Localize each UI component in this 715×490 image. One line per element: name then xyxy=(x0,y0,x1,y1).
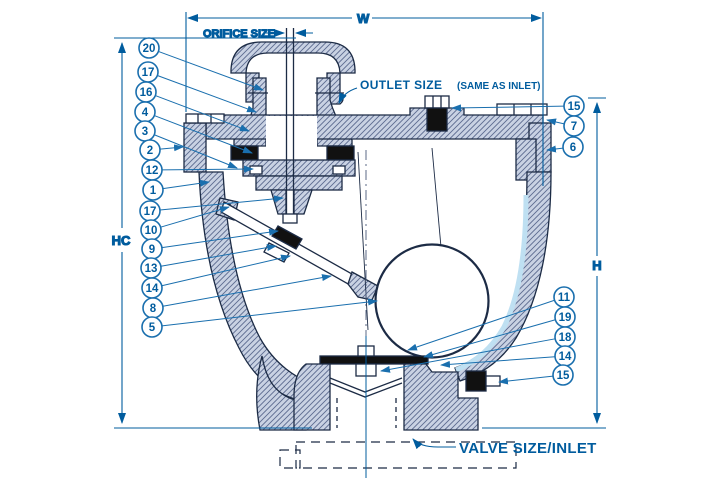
mating-pipe-dashed xyxy=(279,441,517,469)
callout-leader-19 xyxy=(423,319,556,358)
valve-size-leader xyxy=(412,438,456,450)
valve-body-drawing xyxy=(183,28,552,469)
ball-clamp xyxy=(347,271,379,301)
callout-number-4: 4 xyxy=(142,107,149,119)
outlet-passage xyxy=(266,116,317,160)
drain-plug-stub xyxy=(485,375,501,387)
orifice-size-label: ORIFICE SIZE xyxy=(203,28,275,40)
bowl-inner-shadow xyxy=(455,194,529,373)
callout-number-9: 9 xyxy=(149,244,155,256)
callout-number-13: 13 xyxy=(145,263,158,275)
callout-leader-8 xyxy=(162,274,332,307)
inlet-assembly xyxy=(293,345,501,431)
callout-balloon-20 xyxy=(138,37,160,59)
callout-number-7: 7 xyxy=(571,121,577,133)
float-ball xyxy=(374,243,490,359)
callout-leader-17 xyxy=(157,75,257,113)
dim-w-label: W xyxy=(357,11,370,26)
callout-leader-15 xyxy=(451,104,565,112)
callout-leader-2 xyxy=(159,144,184,152)
callout-number-18: 18 xyxy=(559,332,572,344)
callout-leader-3 xyxy=(154,134,238,169)
callout-number-14: 14 xyxy=(559,351,572,363)
callout-leader-16 xyxy=(155,95,250,132)
callout-leader-7 xyxy=(546,118,565,126)
callout-number-20: 20 xyxy=(143,43,156,55)
callout-number-12: 12 xyxy=(146,165,159,177)
valve-size-inlet-label: VALVE SIZE/INLET xyxy=(459,440,597,457)
callout-leader-10 xyxy=(160,206,230,228)
callout-leader-1 xyxy=(162,179,210,190)
dimension-layer: W ORIFICE SIZE HC H xyxy=(111,10,606,478)
callout-leader-12 xyxy=(161,165,254,173)
orifice-tube xyxy=(282,28,298,224)
inlet-wall-left xyxy=(293,363,331,431)
callout-number-2: 2 xyxy=(147,145,153,157)
guide-rod-1 xyxy=(357,151,369,331)
dimension-w xyxy=(185,12,544,186)
callout-leader-11 xyxy=(407,299,555,351)
lower-seat-bar xyxy=(319,355,429,365)
outlet-size-leader xyxy=(338,87,358,104)
callout-leader-9 xyxy=(161,228,279,249)
dim-hc-label: HC xyxy=(112,233,131,248)
callout-leader-14 xyxy=(440,356,556,368)
callout-number-10: 10 xyxy=(145,225,158,237)
callout-number-8: 8 xyxy=(150,303,157,315)
callout-leader-18 xyxy=(380,338,556,373)
nozzle-right xyxy=(293,189,313,215)
outlet-size-label: OUTLET SIZE xyxy=(360,78,442,92)
seat-retainer xyxy=(242,159,356,215)
vent-bolt xyxy=(424,95,450,132)
callout-number-5: 5 xyxy=(149,322,156,334)
callout-balloon-7 xyxy=(563,115,585,137)
callout-leader-14 xyxy=(161,254,291,287)
callout-leader-13 xyxy=(160,244,277,267)
seat-gasket-right xyxy=(326,145,355,161)
dimension-h xyxy=(482,97,606,429)
flange-bolts-right xyxy=(496,103,548,116)
callout-number-14: 14 xyxy=(146,283,159,295)
callout-balloon-6 xyxy=(562,136,584,158)
callout-leader-4 xyxy=(154,115,253,154)
callout-number-11: 11 xyxy=(558,292,571,304)
callout-leader-15 xyxy=(498,375,554,385)
callout-number-19: 19 xyxy=(559,312,572,324)
vent-gasket xyxy=(426,107,448,132)
callout-number-15: 15 xyxy=(557,370,570,382)
inlet-wall-right xyxy=(403,363,479,431)
seat-gasket-left xyxy=(230,145,259,161)
callout-balloons: 20 17 16 4 3 2 12 1 17 10 9 13 14 8 5 15 7 6 11 19 18 14 15 xyxy=(134,37,585,386)
callout-balloon-1 xyxy=(142,179,164,201)
callout-number-1: 1 xyxy=(150,185,157,197)
callout-leader-20 xyxy=(158,50,264,91)
callout-number-15: 15 xyxy=(568,101,581,113)
dimension-hc xyxy=(114,37,312,429)
cover-bolt-shank xyxy=(515,138,537,181)
dim-h-label: H xyxy=(592,258,601,273)
outlet-size-note-label: (SAME AS INLET) xyxy=(457,81,541,92)
callout-number-3: 3 xyxy=(142,126,148,138)
callout-leader-5 xyxy=(161,298,378,327)
callout-balloon-5 xyxy=(141,316,163,338)
callout-number-6: 6 xyxy=(570,142,576,154)
guide-rod-2 xyxy=(431,147,442,248)
flange-bolts-left xyxy=(185,113,225,124)
inlet-deflector xyxy=(329,377,403,398)
nozzle-left xyxy=(270,189,287,215)
callout-number-17: 17 xyxy=(142,67,155,79)
drain-plug-body xyxy=(465,370,487,392)
callout-leader-6 xyxy=(546,145,564,153)
callout-leader-17 xyxy=(159,195,284,211)
callout-number-16: 16 xyxy=(140,87,153,99)
callout-balloon-15 xyxy=(552,364,574,386)
callout-number-17: 17 xyxy=(144,206,157,218)
